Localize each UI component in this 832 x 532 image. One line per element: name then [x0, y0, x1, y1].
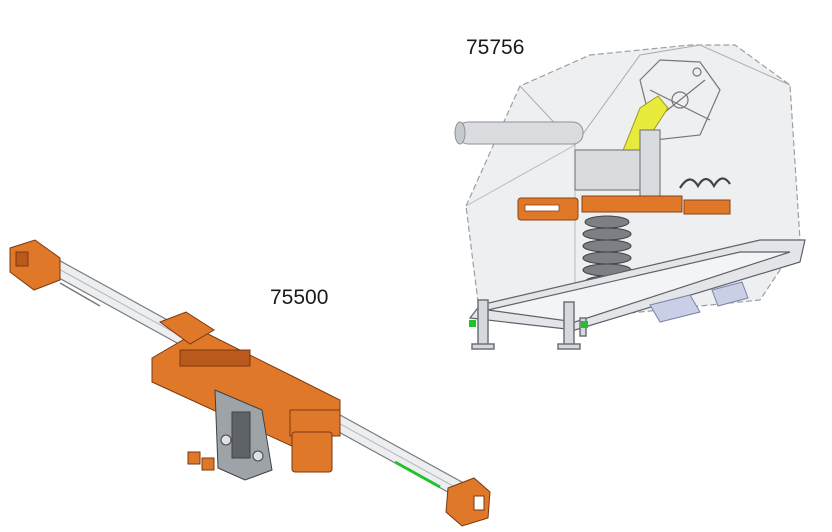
tower-frame [574, 129, 661, 211]
base-plates [649, 281, 749, 323]
left-end-bracket [9, 239, 61, 291]
side-tube [454, 121, 584, 145]
green-strip [394, 460, 441, 489]
logo-mark [679, 177, 731, 189]
green-markers [469, 320, 588, 328]
lower-block [291, 431, 333, 473]
right-end-bracket [445, 477, 491, 527]
beam-slot [59, 282, 101, 307]
lattice-head [639, 59, 721, 141]
loose-parts [187, 451, 215, 471]
slot [524, 204, 560, 212]
beam-assembly [9, 239, 491, 527]
canopy-edge [465, 144, 576, 207]
part-number-75756: 75756 [466, 36, 525, 59]
hanging-mechanism [214, 389, 273, 481]
part-number-75500: 75500 [270, 286, 329, 309]
enclosure-assembly [454, 44, 806, 350]
